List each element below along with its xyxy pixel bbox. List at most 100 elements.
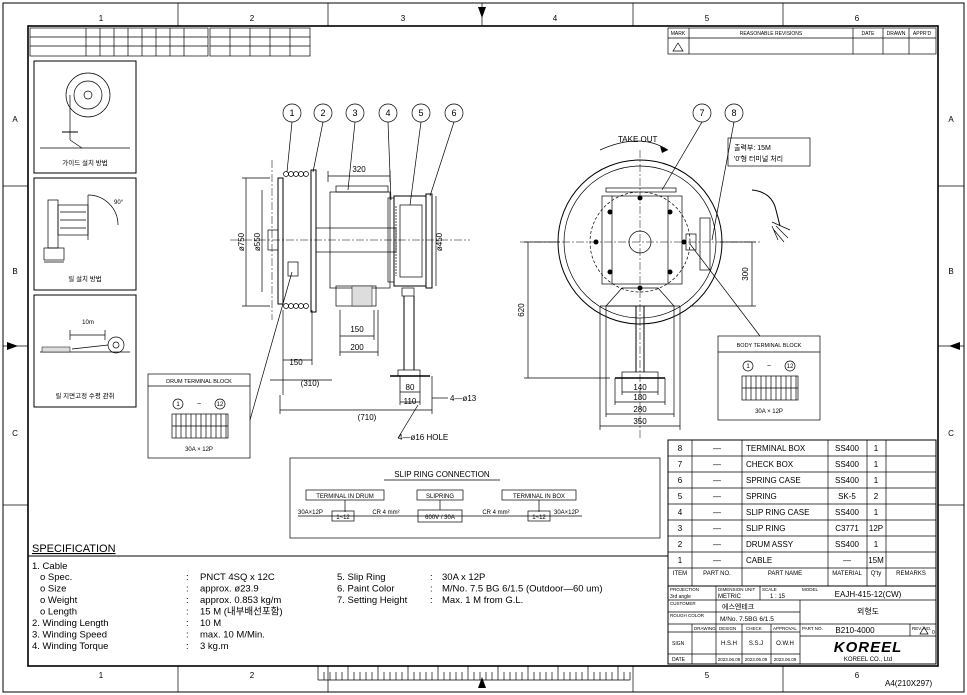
dim-180: 180 bbox=[633, 393, 647, 402]
spec-left-colon: : bbox=[186, 607, 189, 618]
tb-sign-h: SIGN bbox=[672, 641, 685, 647]
balloon-4: 4 bbox=[385, 108, 390, 118]
front-dimensions bbox=[524, 241, 756, 430]
rev-mark-header: MARK bbox=[671, 31, 686, 37]
slip-cr-right: CR 4 mm² bbox=[482, 510, 509, 516]
tb-date-h: DATE bbox=[672, 657, 686, 663]
bom-cell-item: 7 bbox=[678, 460, 683, 469]
slip-cr-left: CR 4 mm² bbox=[372, 510, 399, 516]
bom-cell-qty: 1 bbox=[874, 444, 879, 453]
bom-cell-name: SLIP RING CASE bbox=[746, 508, 809, 517]
tb-rev: 0 bbox=[932, 630, 935, 636]
bom-cell-name: DRUM ASSY bbox=[746, 540, 794, 549]
spec-right-colon: : bbox=[430, 584, 433, 595]
bom-cell-qty: 1 bbox=[874, 508, 879, 517]
balloon-3: 3 bbox=[352, 108, 357, 118]
bom-cell-qty: 12P bbox=[869, 524, 883, 533]
tb-part: B210-4000 bbox=[835, 626, 875, 635]
rev-date-header: DATE bbox=[862, 31, 876, 37]
zone-right-b: B bbox=[948, 267, 953, 276]
spec-right-value: M/No. 7.5 BG 6/1.5 (Outdoor—60 um) bbox=[442, 584, 603, 595]
note-line-2: '0'형 터미널 처리 bbox=[734, 154, 783, 163]
guide-angle: 90° bbox=[114, 200, 124, 206]
tb-customer: 에스엔테크 bbox=[722, 602, 755, 611]
slip-right-spec: 30A×12P bbox=[554, 510, 579, 516]
body-terminal-block bbox=[689, 243, 821, 421]
balloon-1: 1 bbox=[289, 108, 294, 118]
dim-280: 280 bbox=[633, 405, 647, 414]
bom-cell-item: 3 bbox=[678, 524, 683, 533]
tb-design-h: DESIGN bbox=[719, 626, 736, 631]
slip-ring-title: SLIP RING CONNECTION bbox=[394, 470, 490, 479]
ground-fix-sketch bbox=[33, 294, 137, 408]
tb-part-h: PART NO. bbox=[802, 626, 823, 631]
spec-left-key: o Spec. bbox=[40, 572, 72, 583]
slip-right-range: 1~12 bbox=[532, 515, 546, 521]
bom-cell-item: 4 bbox=[678, 508, 683, 517]
drum-terminal-tilde: ~ bbox=[197, 401, 201, 408]
spec-title: SPECIFICATION bbox=[32, 543, 116, 555]
revisions-table bbox=[667, 27, 937, 55]
bom-cell-qty: 1 bbox=[874, 540, 879, 549]
dim-140: 140 bbox=[633, 383, 647, 392]
slip-left-range: 1~12 bbox=[336, 515, 350, 521]
drum-terminal-end: 12 bbox=[217, 402, 224, 408]
dim-300: 300 bbox=[741, 267, 750, 281]
bom-cell-mat: SS400 bbox=[835, 508, 860, 517]
bom-cell-qty: 1 bbox=[874, 476, 879, 485]
slip-right-box: TERMINAL IN BOX bbox=[513, 494, 565, 500]
spec-left-colon: : bbox=[186, 641, 189, 652]
balloon-5: 5 bbox=[418, 108, 423, 118]
bom-cell-name: SLIP RING bbox=[746, 524, 785, 533]
spec-left-colon: : bbox=[186, 618, 189, 629]
spec-left-value: PNCT 4SQ x 12C bbox=[200, 572, 275, 583]
bom-cell-qty: 2 bbox=[874, 492, 879, 501]
spec-left-key: o Size bbox=[40, 584, 66, 595]
body-terminal-start: 1 bbox=[746, 364, 750, 370]
spec-right-value: Max. 1 M from G.L. bbox=[442, 595, 523, 606]
bom-cell-no: — bbox=[713, 460, 721, 469]
slip-left-box: TERMINAL IN DRUM bbox=[316, 494, 373, 500]
zone-top-5: 5 bbox=[705, 14, 710, 23]
bom-cell-no: — bbox=[713, 524, 721, 533]
bom-cell-name: SPRING bbox=[746, 492, 777, 501]
dim-hole-16: 4—ø16 HOLE bbox=[398, 433, 448, 442]
zone-ticks bbox=[3, 3, 964, 692]
tb-color: M/No. 7.5BG 6/1.5 bbox=[720, 616, 774, 623]
bom-cell-mat: SS400 bbox=[835, 540, 860, 549]
bom-cell-qty: 1 bbox=[874, 460, 879, 469]
spec-left-value: approx. 0.853 kg/m bbox=[200, 595, 281, 606]
spec-right-key: 5. Slip Ring bbox=[337, 572, 386, 583]
dim-620: 620 bbox=[517, 303, 526, 317]
dim-80: 80 bbox=[406, 383, 415, 392]
tb-model-h: MODEL bbox=[802, 587, 819, 592]
dim-550: ø550 bbox=[253, 232, 262, 251]
tb-dimension-h: DIMENSION UNIT bbox=[718, 587, 756, 592]
tb-angle: 3rd angle bbox=[670, 594, 691, 600]
bom-header-no: PART NO. bbox=[703, 571, 731, 577]
zone-top-4: 4 bbox=[553, 14, 558, 23]
bom-cell-item: 8 bbox=[678, 444, 683, 453]
bom-cell-mat: SS400 bbox=[835, 476, 860, 485]
spec-left-value: 15 M (내부배선포함) bbox=[200, 607, 283, 618]
zone-right-a: A bbox=[948, 115, 954, 124]
dim-750: ø750 bbox=[237, 232, 246, 251]
dim-150-b: 150 bbox=[350, 325, 364, 334]
slip-mid-box: SLIPRING bbox=[426, 494, 454, 500]
spec-left-value: 10 M bbox=[200, 618, 221, 629]
dim-hole-13: 4—ø13 bbox=[450, 394, 477, 403]
bom-header-item: ITEM bbox=[673, 571, 687, 577]
balloon-8: 8 bbox=[731, 108, 736, 118]
inner-frame bbox=[27, 25, 939, 667]
bom-cell-no: — bbox=[713, 556, 721, 565]
bom-cell-item: 2 bbox=[678, 540, 683, 549]
spec-left-colon: : bbox=[186, 572, 189, 583]
balloons-side bbox=[282, 103, 744, 241]
spec-left-value: approx. ø23.9 bbox=[200, 584, 259, 595]
spec-right-key: 7. Setting Height bbox=[337, 595, 408, 606]
zone-bottom-5: 5 bbox=[705, 671, 710, 680]
bom-cell-no: — bbox=[713, 444, 721, 453]
bom-header-rem: REMARKS bbox=[896, 571, 926, 577]
note-line-1: 출력부: 15M bbox=[734, 143, 771, 152]
bom-cell-qty: 15M bbox=[868, 556, 884, 565]
